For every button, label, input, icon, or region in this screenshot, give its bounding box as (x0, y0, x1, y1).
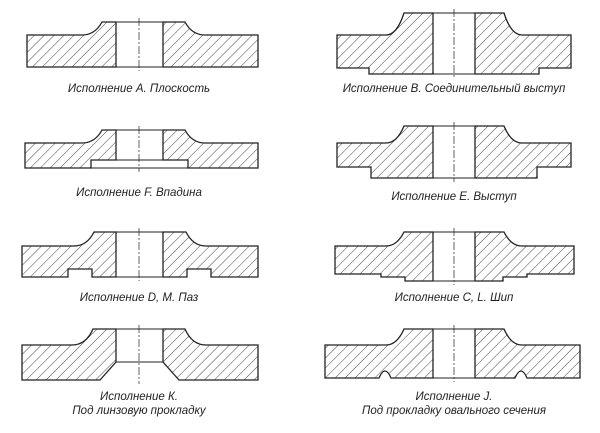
flange-variant-d (21, 228, 259, 281)
caption-variant-k-line1: Исполнение К. (100, 391, 178, 403)
caption-variant-j-line2: Под прокладку овального сечения (362, 405, 546, 417)
flange-variant-f (24, 126, 259, 172)
caption-variant-d: Исполнение D, М. Паз (80, 292, 199, 304)
flange-variant-c (334, 228, 575, 285)
flange-variant-j (324, 325, 581, 382)
flange-variant-k (21, 325, 259, 384)
caption-variant-c: Исполнение С, L. Шип (395, 292, 514, 304)
caption-variant-b: Исполнение В. Соединительный выступ (343, 83, 566, 95)
flange-variant-b (336, 9, 572, 78)
caption-variant-e: Исполнение Е. Выступ (391, 191, 517, 203)
flange-variant-a (26, 18, 259, 71)
caption-variant-j-line1: Исполнение J. (416, 391, 493, 403)
flange-variant-e (336, 122, 572, 182)
caption-variant-f: Исполнение F. Впадина (76, 187, 202, 199)
caption-variant-k-line2: Под линзовую прокладку (72, 405, 207, 417)
caption-variant-a: Исполнение А. Плоскость (68, 83, 210, 95)
